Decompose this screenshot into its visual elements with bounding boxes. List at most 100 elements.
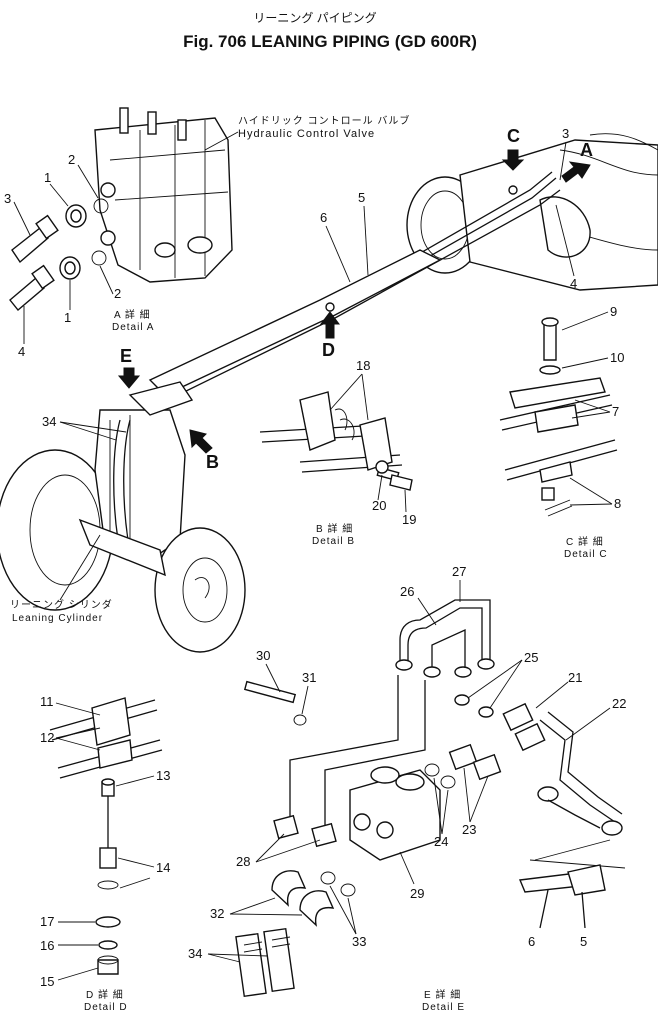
front-axle-assembly: [406, 133, 658, 291]
part-3-label-top: 3: [562, 126, 569, 141]
leader-9: [561, 311, 609, 331]
leader-34a: [59, 421, 117, 441]
leader-22: [565, 707, 611, 741]
part-13-label: 13: [156, 768, 170, 783]
leader-11: [55, 702, 101, 716]
leader-12a: [55, 727, 101, 739]
leader-23a: [463, 767, 471, 823]
hydraulic-control-valve: [94, 107, 233, 283]
detail-e-valve-block: [243, 599, 502, 897]
part-7-label: 7: [612, 404, 619, 419]
leader-26: [417, 597, 437, 626]
leader-24a: [433, 777, 443, 835]
leader-5: [363, 205, 369, 276]
leader-2b: [99, 265, 114, 295]
view-a-letter: A: [580, 140, 593, 160]
leader-23b: [469, 775, 489, 823]
leader-7b: [571, 411, 611, 419]
part-19-label: 19: [402, 512, 416, 527]
leader-34c: [207, 953, 269, 957]
part-12-label: 12: [40, 730, 54, 745]
view-d-letter: D: [322, 340, 335, 360]
hcv-label: Hydraulic Control Valve: [238, 128, 375, 140]
part-15-label: 15: [40, 974, 54, 989]
detail-a-caption: Detail A: [112, 322, 154, 333]
part-18-label: 18: [356, 358, 370, 373]
hcv-label-japanese: ハイドリック コントロール バルブ: [238, 114, 410, 127]
part-31-label: 31: [302, 670, 316, 685]
part-4-label-top: 4: [570, 276, 577, 291]
leader-13: [115, 775, 155, 787]
part-2-label-lower: 2: [114, 286, 121, 301]
leader-32b: [229, 913, 303, 916]
part-20-label: 20: [372, 498, 386, 513]
part-32-label: 32: [210, 906, 224, 921]
leader-33b: [347, 897, 357, 935]
detail-b-japanese: B 詳 細: [316, 522, 353, 535]
part-25-label: 25: [524, 650, 538, 665]
leader-28b: [255, 839, 321, 863]
detail-b-clamp: [259, 391, 413, 491]
leader-10: [561, 357, 609, 369]
leader-31: [301, 685, 309, 715]
view-b-arrow: [189, 429, 213, 454]
detail-b-caption: Detail B: [312, 536, 355, 547]
detail-d-japanese: D 詳 細: [86, 988, 124, 1001]
leader-12b: [55, 737, 101, 751]
part-16-label: 16: [40, 938, 54, 953]
part-5-label-detail-e: 5: [580, 934, 587, 949]
hcv-leader: [204, 131, 239, 151]
part-33-label: 33: [352, 934, 366, 949]
cylinder-label-japanese: リーニング シリンダ: [10, 598, 113, 611]
view-a-arrow: [561, 161, 591, 183]
part-2-label: 2: [68, 152, 75, 167]
part-34-label-top: 34: [42, 414, 56, 429]
leader-28a: [255, 833, 285, 863]
leader-7a: [574, 399, 611, 413]
leader-14: [117, 857, 155, 868]
cylinder-label: Leaning Cylinder: [12, 613, 103, 624]
part-1-label: 1: [44, 170, 51, 185]
front-wheel-assembly: [0, 381, 246, 653]
view-e-arrow: [117, 367, 141, 389]
leader-34a2: [59, 421, 127, 433]
part-34-label-bottom: 34: [188, 946, 202, 961]
part-30-label: 30: [256, 648, 270, 663]
part-5-label: 5: [358, 190, 365, 205]
leader-29: [399, 851, 415, 885]
part-11-label: 11: [40, 694, 54, 709]
leader-30: [265, 663, 281, 693]
cylinder-leader: [59, 534, 101, 601]
part-10-label: 10: [610, 350, 624, 365]
part-4-label: 4: [18, 344, 25, 359]
detail-e-caption: Detail E: [422, 1002, 465, 1013]
leader-8b: [569, 503, 613, 506]
leader-19: [404, 489, 407, 513]
leader-18a: [329, 373, 363, 411]
part-14-label: 14: [156, 860, 170, 875]
leader-21: [535, 681, 569, 709]
view-c-arrow: [501, 149, 525, 171]
part-28-label: 28: [236, 854, 250, 869]
part-29-label: 29: [410, 886, 424, 901]
leader-33a: [329, 885, 357, 935]
view-e-letter: E: [120, 346, 132, 366]
part-8-label: 8: [614, 496, 621, 511]
part-9-label: 9: [610, 304, 617, 319]
detail-e-pipe-22: [502, 702, 626, 929]
part-24-label: 24: [434, 834, 448, 849]
leader-3: [13, 201, 31, 236]
leader-8a: [569, 477, 613, 505]
leader-25b: [489, 659, 523, 709]
leader-20: [377, 474, 383, 501]
detail-c-japanese: C 詳 細: [566, 535, 604, 548]
part-22-label: 22: [612, 696, 626, 711]
leader-3b: [559, 141, 567, 181]
leader-24b: [441, 789, 449, 835]
view-b-letter: B: [206, 452, 219, 472]
detail-a-japanese: A 詳 細: [114, 308, 151, 321]
elbows-and-hoses: [235, 870, 335, 998]
part-6-label-detail-e: 6: [528, 934, 535, 949]
leader-4b: [555, 204, 575, 277]
